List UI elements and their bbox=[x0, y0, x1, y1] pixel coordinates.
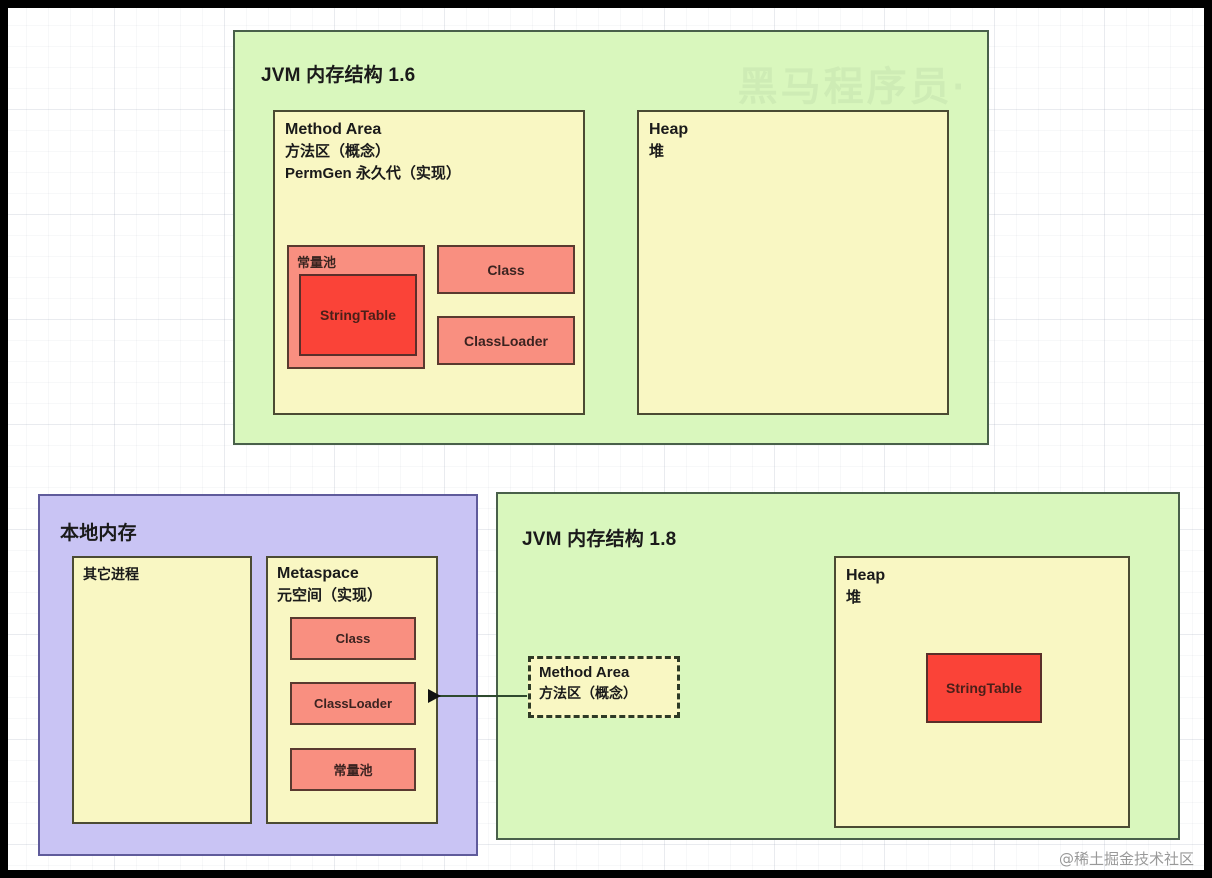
metaspace-name-en: Metaspace bbox=[277, 565, 359, 582]
heap-name-cn-16: 堆 bbox=[649, 143, 665, 160]
method-area-impl-cn: PermGen 永久代（实现） bbox=[285, 165, 461, 182]
jvm-18-panel: JVM 内存结构 1.8 Method Area 方法区（概念） Heap 堆 … bbox=[496, 492, 1180, 840]
watermark-bottom-right: @稀土掘金技术社区 bbox=[1058, 850, 1194, 868]
metaspace-class-box: Class bbox=[290, 617, 416, 660]
metaspace-name-cn: 元空间（实现） bbox=[277, 587, 383, 604]
method-area-name-en: Method Area bbox=[285, 121, 382, 138]
diagram-canvas: JVM 内存结构 1.6 Method Area 方法区（概念） PermGen… bbox=[8, 8, 1204, 870]
class-label: Class bbox=[487, 261, 525, 278]
metaspace-heading-group: Metaspace 元空间（实现） bbox=[277, 563, 382, 607]
metaspace-classloader-box: ClassLoader bbox=[290, 682, 416, 725]
method-area-18-name-en: Method Area bbox=[539, 664, 630, 681]
heap-name-en-18: Heap bbox=[846, 567, 886, 584]
heap-heading-group-18: Heap 堆 bbox=[846, 565, 885, 609]
method-area-to-metaspace-arrow-line bbox=[432, 695, 527, 697]
string-table-box-18: StringTable bbox=[926, 653, 1042, 723]
jvm-16-panel: JVM 内存结构 1.6 Method Area 方法区（概念） PermGen… bbox=[233, 30, 989, 445]
method-area-heading-group: Method Area 方法区（概念） PermGen 永久代（实现） bbox=[285, 119, 461, 185]
constant-pool-box-16: 常量池 StringTable bbox=[287, 245, 425, 369]
heap-box-16: Heap 堆 bbox=[637, 110, 949, 415]
watermark-top-right: 黑马程序员· bbox=[737, 65, 969, 109]
classloader-label: ClassLoader bbox=[463, 332, 549, 349]
jvm-16-title: JVM 内存结构 1.6 bbox=[261, 65, 416, 86]
classloader-box-16: ClassLoader bbox=[437, 316, 575, 365]
constant-pool-label: 常量池 bbox=[297, 255, 337, 270]
local-memory-title: 本地内存 bbox=[60, 523, 137, 544]
string-table-box-16: StringTable bbox=[299, 274, 417, 356]
other-process-label: 其它进程 bbox=[83, 566, 139, 582]
string-table-label: StringTable bbox=[320, 307, 396, 323]
jvm-18-title: JVM 内存结构 1.8 bbox=[522, 529, 677, 550]
method-area-concept-cn: 方法区（概念） bbox=[285, 143, 391, 160]
string-table-label-18: StringTable bbox=[946, 680, 1022, 696]
method-area-box-18: Method Area 方法区（概念） bbox=[528, 656, 680, 718]
heap-name-en-16: Heap bbox=[649, 121, 689, 138]
other-process-box: 其它进程 bbox=[72, 556, 252, 824]
method-area-18-concept-cn: 方法区（概念） bbox=[539, 685, 637, 701]
metaspace-item-label: 常量池 bbox=[333, 763, 373, 778]
class-box-16: Class bbox=[437, 245, 575, 294]
local-memory-panel: 本地内存 其它进程 Metaspace 元空间（实现） Class ClassL… bbox=[38, 494, 478, 856]
method-area-box-16: Method Area 方法区（概念） PermGen 永久代（实现） 常量池 … bbox=[273, 110, 585, 415]
heap-name-cn-18: 堆 bbox=[846, 589, 862, 606]
heap-box-18: Heap 堆 StringTable bbox=[834, 556, 1130, 828]
heap-heading-group-16: Heap 堆 bbox=[649, 119, 688, 163]
metaspace-item-label: Class bbox=[335, 631, 371, 646]
metaspace-constant-pool-box: 常量池 bbox=[290, 748, 416, 791]
metaspace-box: Metaspace 元空间（实现） Class ClassLoader 常量池 bbox=[266, 556, 438, 824]
metaspace-item-label: ClassLoader bbox=[313, 696, 393, 711]
method-area-to-metaspace-arrow-head bbox=[428, 689, 441, 703]
